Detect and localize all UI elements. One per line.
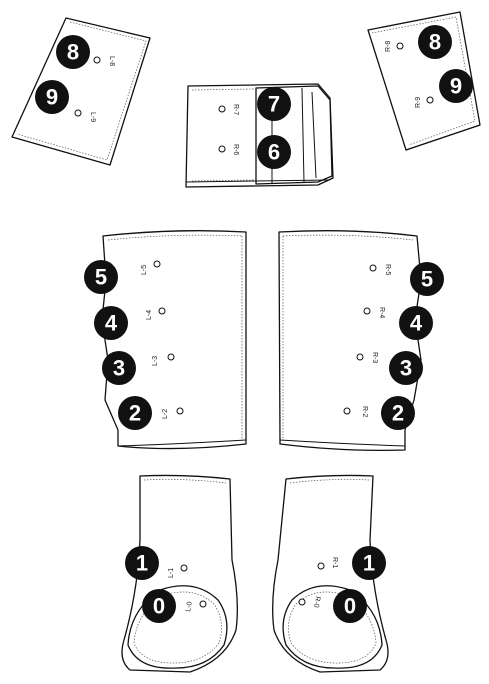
chamber-badge-5-right: 5 [421, 267, 433, 292]
port-label-l8: L-8 [108, 56, 115, 66]
port-label-l4: L-4 [146, 310, 153, 320]
port-hole [154, 261, 160, 267]
port-hole [397, 43, 403, 49]
port-label-r8: R-8 [385, 41, 392, 52]
port-label-l1: L-1 [168, 568, 175, 578]
chamber-badge-1-right: 1 [363, 551, 375, 576]
port-label-r6: R-6 [232, 144, 239, 155]
chamber-badge-4-right: 4 [410, 311, 423, 336]
port-label-r4: R-4 [378, 307, 385, 318]
port-hole [299, 599, 305, 605]
left-arm-panel: L-8 L-9 8 9 [12, 18, 150, 165]
port-hole [357, 354, 363, 360]
chamber-badge-0-right: 0 [344, 594, 356, 619]
port-hole [181, 565, 187, 571]
port-hole [318, 563, 324, 569]
chamber-badge-9-left: 9 [46, 85, 58, 110]
chamber-badge-4-left: 4 [105, 311, 118, 336]
port-hole [370, 265, 376, 271]
port-label-r5: R-5 [384, 264, 391, 275]
port-hole [364, 308, 370, 314]
port-label-r7: R-7 [232, 104, 239, 115]
chamber-badge-2-right: 2 [392, 401, 404, 426]
port-label-l2: L-2 [162, 409, 169, 419]
chamber-badge-2-left: 2 [129, 401, 141, 426]
left-leg-upper-panel: L-5 L-4 L-3 L-2 5 4 3 2 [84, 231, 246, 449]
chamber-badge-8-left: 8 [67, 40, 79, 65]
chamber-badge-7: 7 [268, 92, 280, 117]
right-arm-panel: R-8 R-9 8 9 [368, 12, 480, 150]
chamber-badge-0-left: 0 [153, 594, 165, 619]
right-leg-upper-panel: R-5 R-4 R-3 R-2 5 4 3 2 [279, 231, 444, 451]
port-hole [75, 110, 81, 116]
center-belt-panel: R-7 R-6 7 6 [186, 84, 333, 187]
port-label-l5: L-5 [141, 265, 148, 275]
port-hole [219, 106, 225, 112]
right-foot-panel: R-1 R-0 1 0 [273, 475, 388, 672]
chamber-badge-5-left: 5 [95, 265, 107, 290]
port-label-l3: L-3 [152, 356, 159, 366]
port-label-l9: L-9 [89, 112, 96, 122]
port-hole [94, 57, 100, 63]
port-label-r9: R-9 [415, 97, 422, 108]
chamber-badge-8-right: 8 [429, 30, 441, 55]
port-hole [177, 408, 183, 414]
port-hole [219, 146, 225, 152]
port-hole [159, 308, 165, 314]
port-hole [344, 408, 350, 414]
chamber-badge-1-left: 1 [136, 551, 148, 576]
left-foot-panel: L-1 L-0 1 0 [122, 475, 237, 672]
chamber-badge-9-right: 9 [450, 74, 462, 99]
port-hole [168, 354, 174, 360]
port-label-r3: R-3 [371, 352, 378, 363]
port-hole [427, 97, 433, 103]
chamber-badge-6: 6 [268, 140, 280, 165]
port-label-r2: R-2 [361, 406, 368, 417]
chamber-badge-3-left: 3 [113, 356, 125, 381]
port-hole [200, 601, 206, 607]
port-label-r1: R-1 [331, 557, 338, 568]
chamber-badge-3-right: 3 [400, 356, 412, 381]
